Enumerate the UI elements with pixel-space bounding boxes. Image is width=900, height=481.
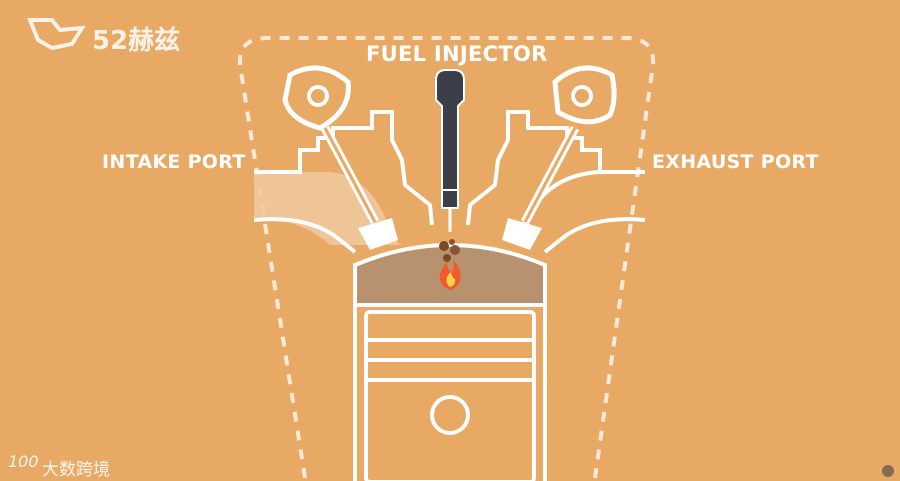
intake-valve: [321, 125, 398, 250]
exhaust-port-outline: [466, 110, 645, 226]
piston: [364, 310, 536, 481]
fuel-spray: [439, 239, 460, 262]
watermark-bottom: 大数跨境: [42, 460, 110, 480]
intake-port-lower-outline: [253, 217, 357, 254]
intake-port-outline: [254, 126, 352, 174]
corner-badge-icon: [882, 465, 894, 477]
intake-port-label: INTAKE PORT: [102, 151, 246, 173]
exhaust-port-lower-outline: [543, 217, 646, 254]
exhaust-valve: [502, 125, 579, 250]
fuel-injector-icon: [435, 69, 465, 232]
watermark-bottom-logo: 100: [8, 452, 39, 471]
flame-icon: [439, 260, 461, 290]
cylinder-walls: [353, 265, 547, 481]
fuel-injector-label: FUEL INJECTOR: [366, 42, 548, 66]
exhaust-port-label: EXHAUST PORT: [652, 151, 819, 173]
watermark-logo-icon: [27, 18, 86, 51]
head-left-structure: [352, 110, 434, 226]
piston-pin: [430, 395, 470, 435]
watermark-top: 52赫兹: [92, 26, 181, 56]
intake-cam-icon: [282, 65, 351, 131]
exhaust-cam-icon: [552, 65, 617, 125]
